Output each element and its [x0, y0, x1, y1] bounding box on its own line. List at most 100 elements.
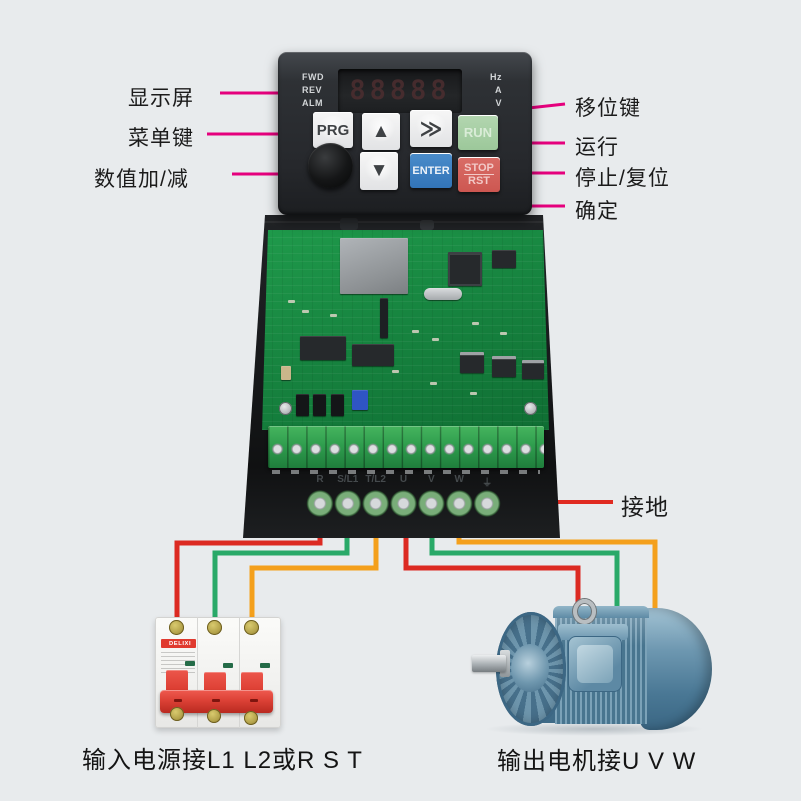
capacitor-tan	[281, 366, 291, 380]
resistor	[392, 370, 399, 373]
terminal-label-v: V	[428, 474, 435, 485]
up-arrow-button[interactable]: ▲	[362, 113, 400, 150]
key-highlight	[414, 114, 448, 143]
soic-chip	[352, 344, 394, 366]
terminal-label-t: T/L2	[365, 474, 386, 485]
shift-button[interactable]: ≫	[410, 110, 452, 147]
input-power-label: 输入电源接L1 L2或R S T	[82, 747, 363, 774]
pcb-screw	[524, 402, 537, 415]
motor-shaft	[472, 655, 506, 672]
soic-chip	[300, 336, 346, 360]
output-motor-label: 输出电机接U V W	[497, 748, 697, 775]
mosfet	[460, 352, 484, 373]
pcb-screw	[279, 402, 292, 415]
display-screen: 88888	[338, 69, 462, 113]
motor-fan-cowl	[640, 608, 712, 730]
resistor	[470, 392, 477, 395]
a-indicator: A	[495, 85, 502, 95]
breaker-bottom-terminal	[170, 707, 184, 721]
resistor	[500, 332, 507, 335]
terminal-label-w: W	[454, 474, 464, 485]
terminal-label-r: R	[316, 474, 324, 485]
callout-display: 显示屏	[128, 87, 194, 110]
circuit-breaker: DELIXI	[155, 617, 281, 728]
mcu-chip	[448, 252, 482, 286]
motor-lifting-eye	[573, 599, 596, 624]
breaker-bottom-terminal	[244, 711, 258, 725]
control-terminal-labels	[272, 470, 540, 474]
alm-indicator: ALM	[302, 98, 323, 108]
jumper-block	[296, 394, 309, 416]
jumper-block	[313, 394, 326, 416]
terminal-label-s: S/L1	[337, 474, 359, 485]
control-terminal-strip	[268, 426, 544, 468]
breaker-handle[interactable]	[160, 690, 273, 713]
rev-indicator: REV	[302, 85, 323, 95]
callout-value-updown: 数值加/减	[94, 168, 189, 191]
resistor	[288, 300, 295, 303]
shift-icon: ≫	[419, 115, 443, 141]
terminal-label-ground: ⏚	[482, 478, 493, 489]
callout-shift: 移位键	[575, 97, 641, 120]
resistor	[412, 330, 419, 333]
key-highlight	[364, 156, 394, 186]
terminal-label-u: U	[399, 474, 408, 485]
seven-segment-digits: 88888	[349, 74, 451, 106]
key-highlight	[317, 116, 349, 144]
down-arrow-button[interactable]: ▼	[360, 152, 398, 190]
breaker-spec-text	[161, 652, 195, 674]
callout-menu: 菜单键	[128, 127, 194, 150]
prg-button[interactable]: PRG	[313, 112, 353, 148]
hz-indicator: Hz	[490, 72, 502, 82]
key-highlight	[366, 117, 396, 146]
capacitor	[420, 220, 434, 230]
breaker-bottom-terminal	[207, 709, 221, 723]
callout-ground: 接地	[621, 494, 669, 520]
breaker-indicator	[223, 663, 233, 668]
handle-slot	[212, 699, 220, 702]
trimmer-pot	[352, 390, 368, 410]
status-indicators-left: FWD REV ALM	[302, 73, 324, 108]
breaker-brand-label: DELIXI	[161, 639, 196, 648]
crystal-oscillator	[424, 288, 462, 300]
resistor	[432, 338, 439, 341]
breaker-top-terminal	[244, 620, 259, 635]
body-ridge	[243, 221, 560, 223]
fwd-indicator: FWD	[302, 72, 324, 82]
breaker-divider	[197, 617, 198, 728]
down-arrow-icon: ▼	[369, 160, 389, 181]
up-arrow-icon: ▲	[371, 120, 391, 142]
breaker-indicator	[260, 663, 270, 668]
mosfet	[492, 356, 516, 377]
power-terminals	[306, 489, 501, 518]
resistor	[472, 322, 479, 325]
resistor	[330, 314, 337, 317]
handle-slot	[174, 699, 182, 702]
resistor	[302, 310, 309, 313]
enter-button[interactable]: ENTER	[410, 153, 452, 188]
v-indicator: V	[495, 98, 502, 108]
unit-indicators-right: Hz A V	[490, 73, 502, 108]
power-terminal-labels: R S/L1 T/L2 U V W ⏚	[306, 474, 501, 489]
motor-body-top	[553, 606, 649, 618]
jumper-block	[331, 394, 344, 416]
breaker-top-terminal	[169, 620, 184, 635]
callout-enter: 确定	[575, 200, 619, 223]
keypad-panel: 88888 FWD REV ALM Hz A V PRG ▲ ≫ RUN	[278, 52, 532, 215]
run-button[interactable]: RUN	[458, 115, 498, 150]
pin-header	[380, 298, 388, 338]
potentiometer-knob[interactable]	[308, 143, 353, 188]
capacitor	[340, 218, 358, 230]
handle-slot	[250, 699, 258, 702]
callout-run: 运行	[575, 136, 619, 159]
callout-stop-reset: 停止/复位	[575, 167, 670, 190]
mosfet	[522, 360, 544, 379]
breaker-indicator	[185, 661, 195, 666]
motor-hub	[511, 644, 549, 692]
resistor	[430, 382, 437, 385]
terminal-box-cover	[577, 645, 613, 683]
breaker-divider	[239, 617, 240, 728]
electric-motor	[470, 598, 715, 738]
stop-reset-button[interactable]: STOP RST	[458, 157, 500, 192]
